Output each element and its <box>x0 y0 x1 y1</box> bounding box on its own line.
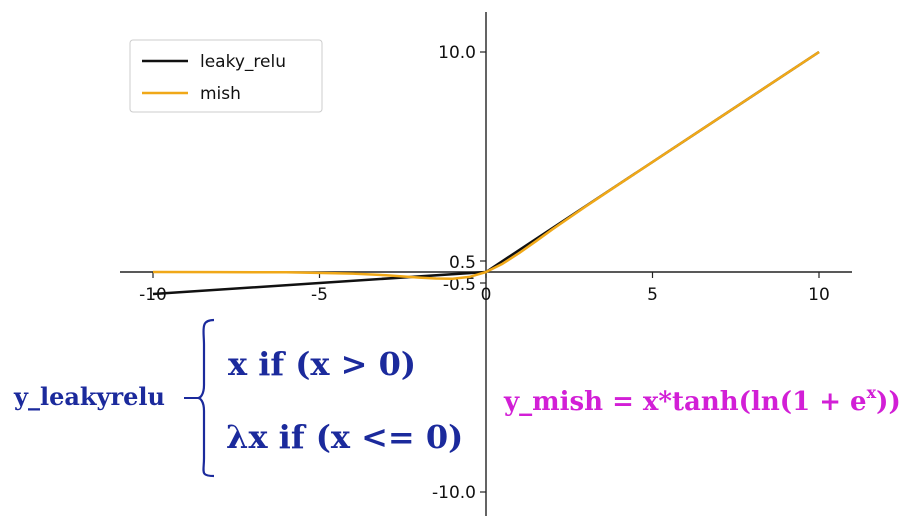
leaky-formula-case-2: λx if (x <= 0) <box>226 418 463 456</box>
y-tick-label: -10.0 <box>432 483 476 503</box>
x-tick-label: 5 <box>647 285 658 305</box>
y-tick-label: 0.5 <box>449 253 476 273</box>
x-tick-label: 0 <box>481 285 492 305</box>
legend: leaky_relu mish <box>129 39 323 113</box>
leaky-formula-brace <box>197 318 215 478</box>
series-line-mish <box>152 50 820 280</box>
mish-formula-superscript: x <box>867 383 877 402</box>
y-tick-label: -0.5 <box>443 275 476 295</box>
x-tick-label: -5 <box>311 285 328 305</box>
mish-formula-main: y_mish = x*tanh(ln(1 + e <box>503 387 867 417</box>
y-tick-label: 10.0 <box>438 43 476 63</box>
mish-formula-text: y_mish = x*tanh(ln(1 + ex)) <box>503 383 901 417</box>
mish-formula: y_mish = x*tanh(ln(1 + ex)) <box>503 383 901 417</box>
ticks: -10 -5 0 5 10 10.0 0.5-0.5 -10.0 <box>139 43 830 503</box>
leaky-formula-lhs: y_leakyrelu <box>13 382 165 411</box>
legend-label-mish: mish <box>200 84 241 104</box>
x-tick-label: -10 <box>139 285 167 305</box>
x-tick-label: 10 <box>808 285 830 305</box>
mish-formula-end: )) <box>876 387 901 417</box>
legend-label-leaky-relu: leaky_relu <box>200 52 286 72</box>
series-layer <box>152 50 820 296</box>
leaky-formula-case-1: x if (x > 0) <box>228 345 416 383</box>
leaky-formula: y_leakyrelu x if (x > 0) λx if (x <= 0) <box>13 318 463 478</box>
